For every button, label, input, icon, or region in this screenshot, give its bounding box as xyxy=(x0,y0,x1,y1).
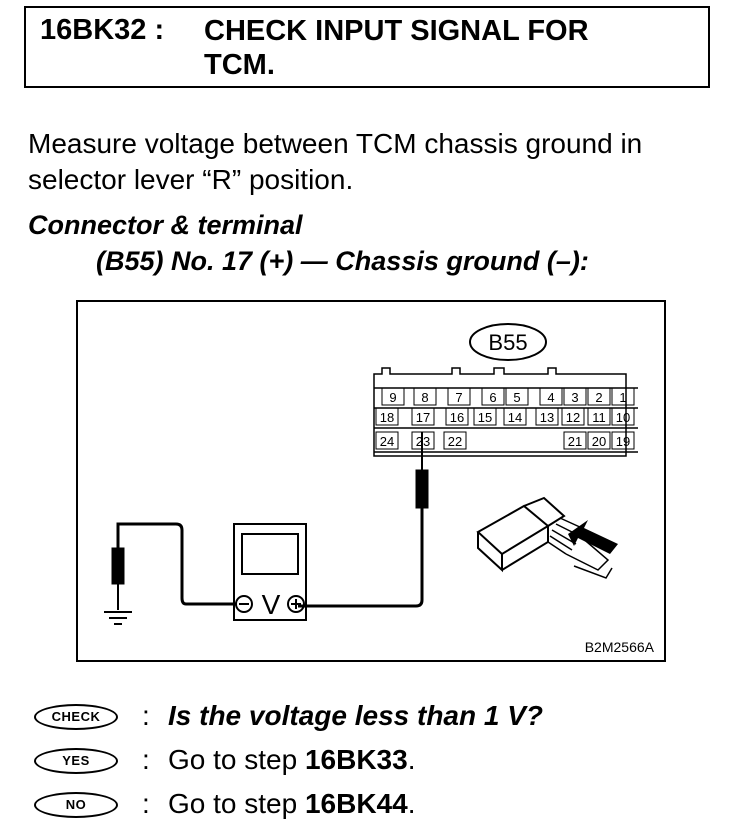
terminal-label: 4 xyxy=(547,390,554,405)
terminal-cell xyxy=(505,387,529,406)
no-badge: NO xyxy=(34,792,118,818)
terminal-cell xyxy=(587,407,611,426)
terminal-cell xyxy=(563,431,587,450)
terminal-cell xyxy=(611,387,635,406)
terminal-cell xyxy=(611,431,635,450)
terminal-label: 17 xyxy=(416,410,430,425)
terminal-cell xyxy=(445,407,469,426)
yes-badge: YES xyxy=(34,748,118,774)
connector-terminal-spec: (B55) No. 17 (+) — Chassis ground (–): xyxy=(96,246,589,276)
yes-row: YES : Go to step 16BK33. xyxy=(28,744,728,780)
negative-probe xyxy=(111,522,236,610)
terminal-cell xyxy=(535,407,559,426)
terminal-cell xyxy=(381,387,405,406)
terminal-cell xyxy=(587,431,611,450)
terminal-label: 5 xyxy=(513,390,520,405)
terminal-label: 22 xyxy=(448,434,462,449)
connector-terminal-label: Connector & terminal xyxy=(28,210,303,240)
terminal-cell xyxy=(473,407,497,426)
terminal-cell xyxy=(587,387,611,406)
terminal-label: 11 xyxy=(592,410,606,425)
ground-symbol-icon xyxy=(104,611,132,625)
no-prefix: Go to step xyxy=(168,788,305,819)
terminal-label: 8 xyxy=(421,390,428,405)
terminal-label: 7 xyxy=(455,390,462,405)
step-code: 16BK32 : xyxy=(40,14,165,46)
terminal-label: 16 xyxy=(450,410,464,425)
terminal-cell xyxy=(481,387,505,406)
terminal-label: 13 xyxy=(540,410,554,425)
connector-plug-icon xyxy=(476,496,613,579)
terminal-label: 14 xyxy=(508,410,522,425)
terminal-cell xyxy=(375,431,399,450)
terminal-cell xyxy=(563,387,587,406)
yes-colon: : xyxy=(142,744,150,775)
no-instruction: Go to step 16BK44. xyxy=(168,788,415,820)
terminal-label: 24 xyxy=(380,434,394,449)
yes-prefix: Go to step xyxy=(168,744,305,775)
terminal-cell xyxy=(447,387,471,406)
terminal-label: 15 xyxy=(478,410,492,425)
terminal-label: 10 xyxy=(616,410,630,425)
arrow-icon xyxy=(568,520,618,554)
terminal-cell xyxy=(561,407,585,426)
terminal-cell xyxy=(375,407,399,426)
probe-icon xyxy=(111,547,125,585)
terminal-cell xyxy=(443,431,467,450)
no-row: NO : Go to step 16BK44. xyxy=(28,788,728,824)
meter-symbol: V xyxy=(262,589,281,620)
terminal-cell xyxy=(539,387,563,406)
terminal-cell xyxy=(611,407,635,426)
connector-label-oval xyxy=(469,323,547,361)
connector-name: B55 xyxy=(488,330,527,355)
no-colon: : xyxy=(142,788,150,819)
check-row: CHECK : Is the voltage less than 1 V? xyxy=(28,700,728,736)
no-step-link[interactable]: 16BK44 xyxy=(304,788,408,819)
terminal-cell xyxy=(411,407,435,426)
terminal-label: 6 xyxy=(489,390,496,405)
terminal-label: 20 xyxy=(592,434,606,449)
yes-suffix: . xyxy=(407,744,416,775)
terminal-cell xyxy=(503,407,527,426)
voltmeter-icon xyxy=(233,523,307,621)
terminal-label: 1 xyxy=(619,390,626,405)
step-title: CHECK INPUT SIGNAL FOR TCM. xyxy=(204,15,589,81)
terminal-label: 18 xyxy=(380,410,394,425)
yes-step-link[interactable]: 16BK33 xyxy=(304,744,408,775)
yes-instruction: Go to step 16BK33. xyxy=(168,744,415,776)
terminal-label: 3 xyxy=(571,390,578,405)
terminal-label: 19 xyxy=(616,434,630,449)
terminal-label: 12 xyxy=(566,410,580,425)
terminal-label: 9 xyxy=(389,390,396,405)
terminal-label: 2 xyxy=(595,390,602,405)
terminal-cell xyxy=(413,387,437,406)
terminal-label: 21 xyxy=(568,434,582,449)
instruction-text: Measure voltage between TCM chassis grou… xyxy=(28,128,643,195)
probe-icon xyxy=(415,469,429,509)
check-question: Is the voltage less than 1 V? xyxy=(168,700,544,731)
check-colon: : xyxy=(142,700,150,731)
positive-probe xyxy=(298,432,429,608)
no-suffix: . xyxy=(407,788,416,819)
step-header: 16BK32 : CHECK INPUT SIGNAL FOR TCM. xyxy=(24,6,710,88)
figure-code: B2M2566A xyxy=(585,639,655,655)
check-badge: CHECK xyxy=(34,704,118,730)
